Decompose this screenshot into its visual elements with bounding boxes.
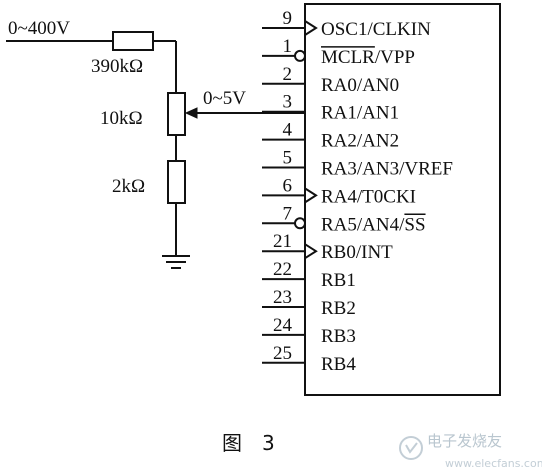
potentiometer-10k xyxy=(167,92,186,136)
inverting-bubble-icon xyxy=(294,49,306,62)
wiper-voltage-label: 0~5V xyxy=(203,88,246,109)
resistor-390k xyxy=(112,31,154,51)
pin-label: MCLR/VPP xyxy=(321,47,415,68)
clock-arrow-icon xyxy=(304,187,318,204)
input-voltage-label: 0~400V xyxy=(8,18,70,39)
pin-number: 3 xyxy=(283,92,293,113)
watermark-text: 电子发烧友 xyxy=(427,432,502,450)
potentiometer-10k-label: 10kΩ xyxy=(100,108,143,129)
pin-label: RA0/AN0 xyxy=(321,75,399,96)
pin-label: RB2 xyxy=(321,298,356,319)
clock-arrow-icon xyxy=(304,20,318,36)
pin-label: RB0/INT xyxy=(321,242,393,263)
pin-label: RB4 xyxy=(321,354,356,375)
ground-icon xyxy=(162,255,190,269)
pin-number: 7 xyxy=(283,203,293,224)
pin-label: RA3/AN3/VREF xyxy=(321,159,453,180)
resistor-2k-label: 2kΩ xyxy=(112,176,145,197)
pin-label: RA5/AN4/SS xyxy=(321,214,426,235)
pin-number: 2 xyxy=(283,64,293,85)
pin-number: 4 xyxy=(283,120,293,141)
pin-number: 24 xyxy=(273,315,293,336)
pin-number: 21 xyxy=(273,231,292,252)
pin-number: 5 xyxy=(283,148,293,169)
watermark-url: www.elecfans.com xyxy=(445,457,542,470)
pin-number: 23 xyxy=(273,287,292,308)
inverting-bubble-icon xyxy=(294,217,306,230)
pin-label: RA1/AN1 xyxy=(321,103,399,124)
pin-label: RB1 xyxy=(321,270,356,291)
figure-caption: 图 3 xyxy=(222,431,275,455)
watermark-logo: 电子发烧友 www.elecfans.com xyxy=(399,432,542,470)
pin-number: 22 xyxy=(273,259,292,280)
resistor-390k-label: 390kΩ xyxy=(91,56,143,77)
wiper-arrow-icon xyxy=(184,107,198,119)
pin-number: 9 xyxy=(283,8,293,29)
pin-number: 25 xyxy=(273,343,292,364)
clock-arrow-icon xyxy=(304,243,318,260)
pin-label: RA4/T0CKI xyxy=(321,186,416,207)
resistor-2k xyxy=(167,160,186,204)
pin-number: 1 xyxy=(283,36,293,57)
pin-label: OSC1/CLKIN xyxy=(321,19,431,40)
ic-pins: 9OSC1/CLKIN1MCLR/VPP2RA0/AN03RA1/AN14RA2… xyxy=(262,8,453,375)
pin-label: RA2/AN2 xyxy=(321,131,399,152)
pin-label: RB3 xyxy=(321,326,356,347)
pin-number: 6 xyxy=(283,175,293,196)
pic-ic-body xyxy=(304,3,501,396)
